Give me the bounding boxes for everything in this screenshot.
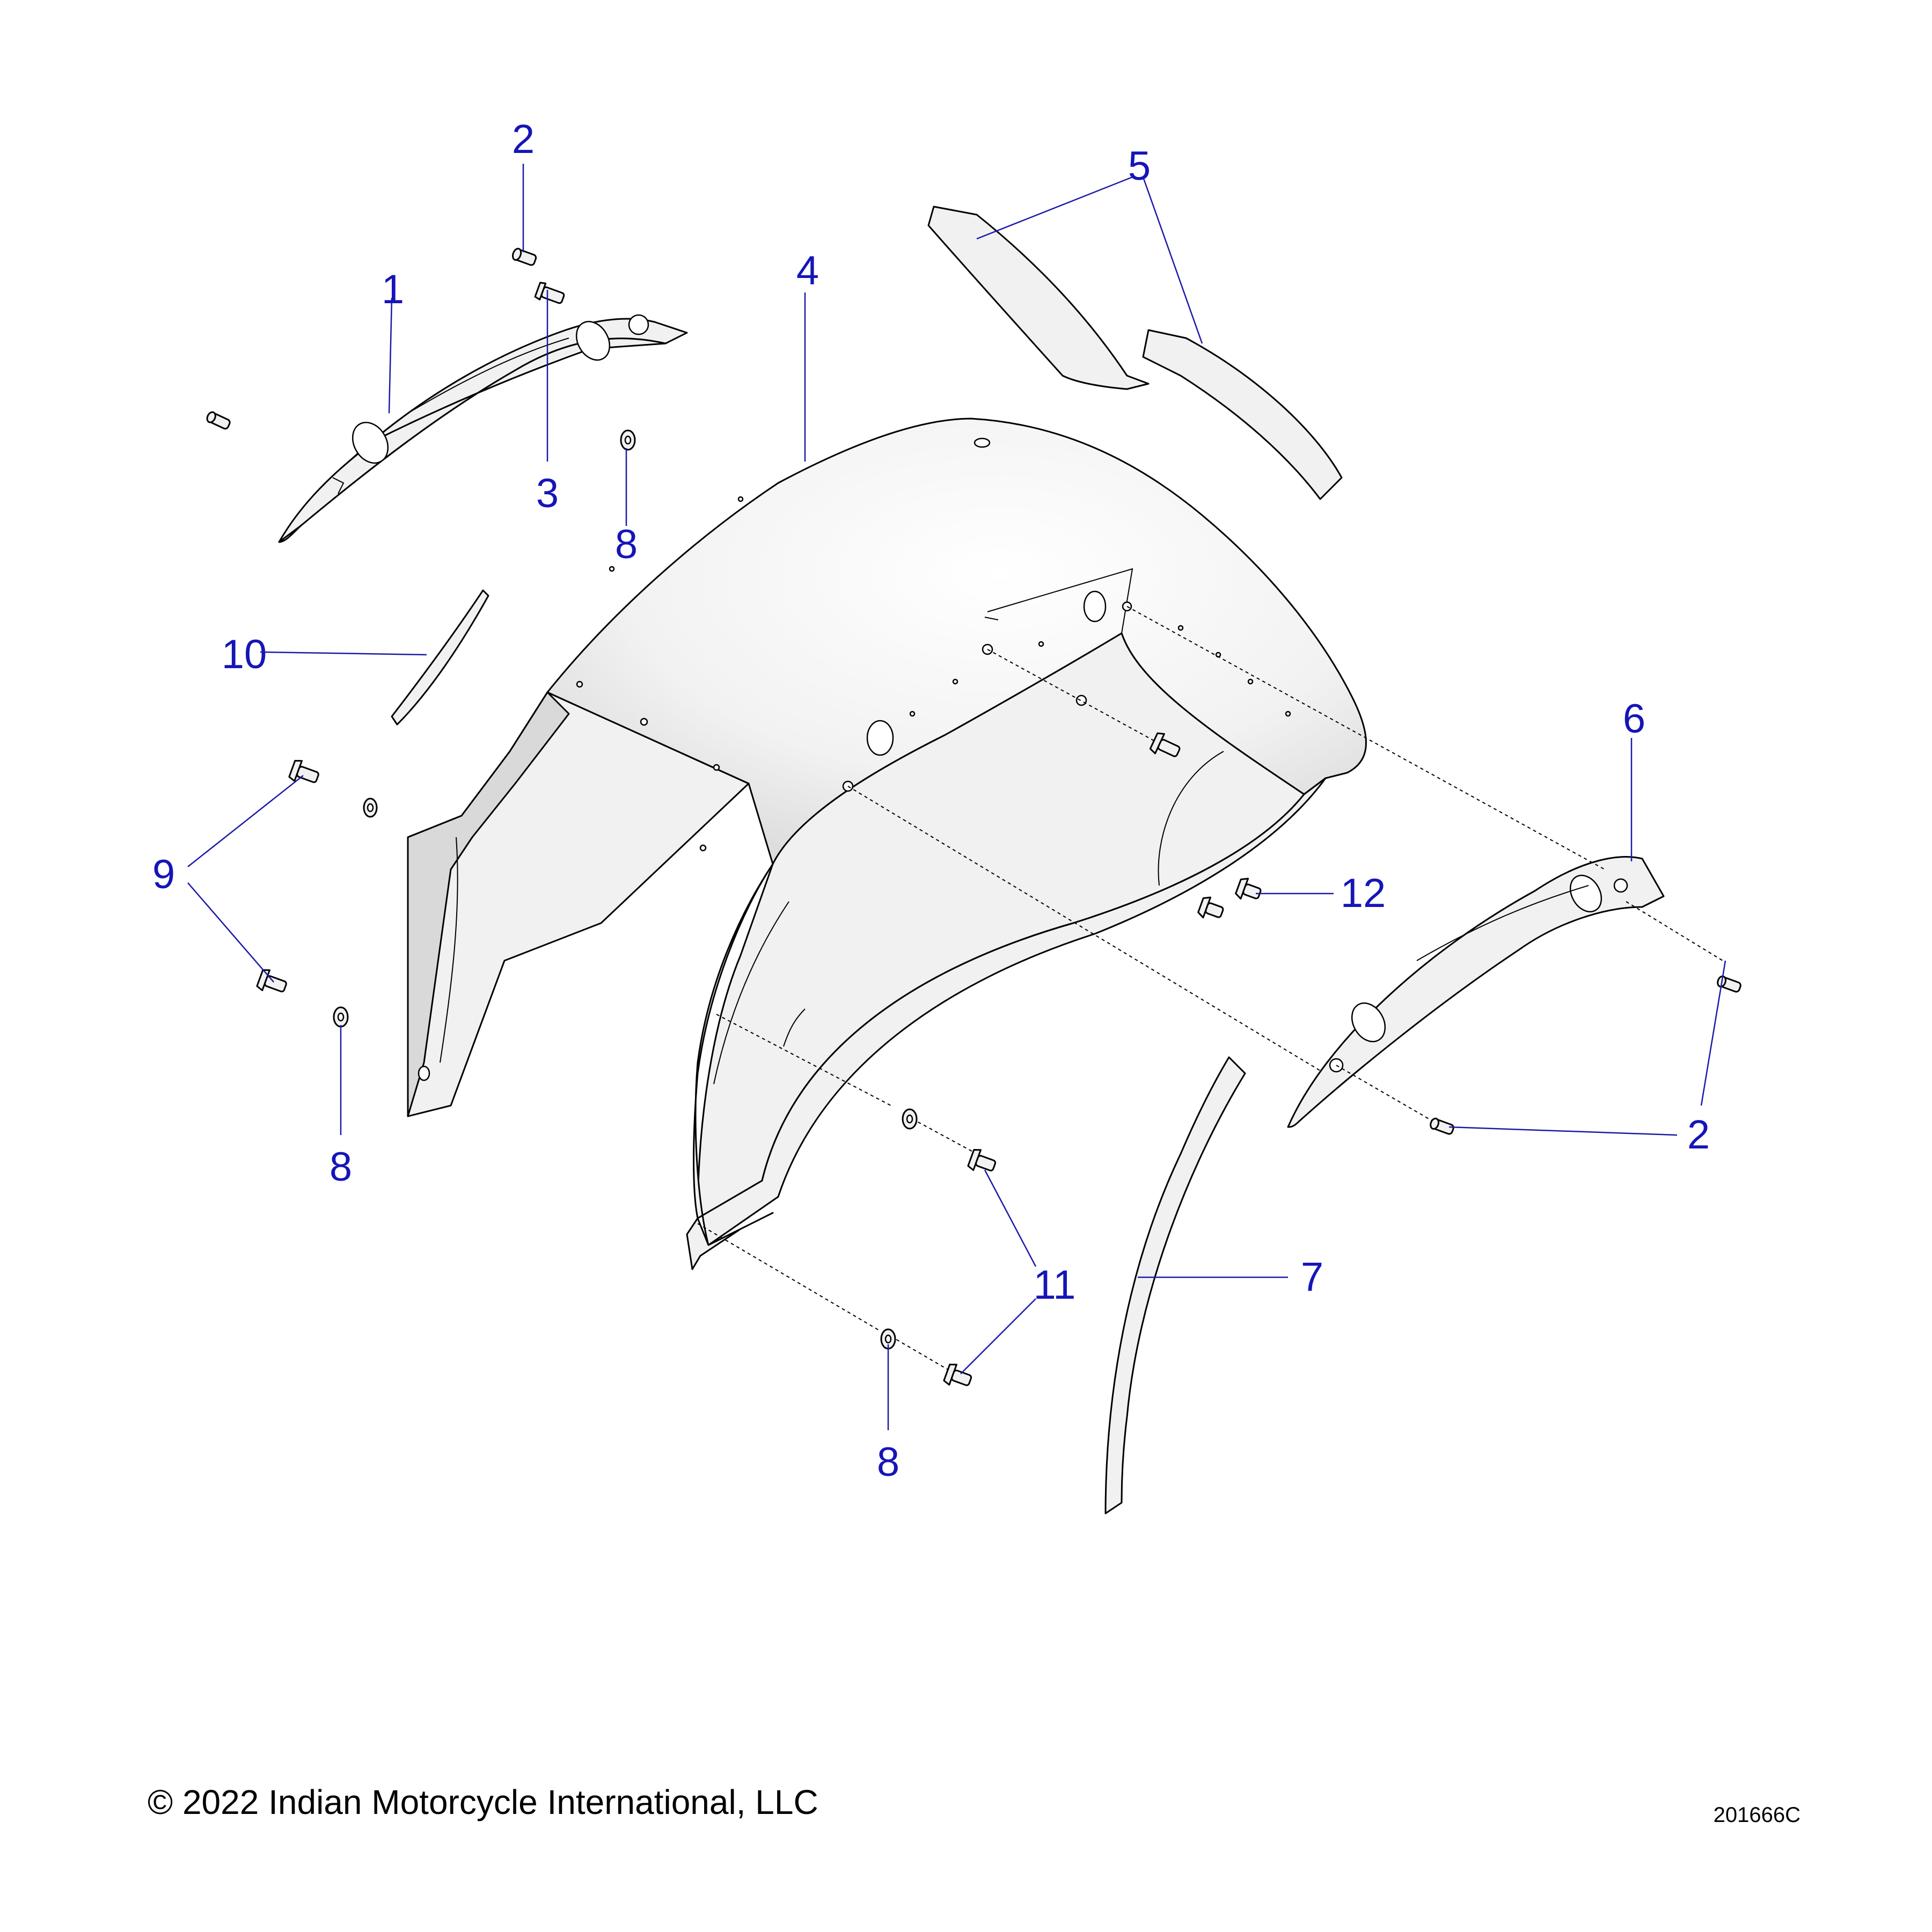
callout-4: 4 [796, 248, 819, 294]
fasteners [206, 247, 1741, 1386]
callout-12: 12 [1341, 870, 1386, 916]
callout-5: 5 [1128, 143, 1151, 189]
callout-8-bottom: 8 [877, 1439, 899, 1485]
drawing-number: 201666C [1714, 1803, 1801, 1827]
callout-10: 10 [222, 632, 267, 677]
callout-1: 1 [382, 267, 404, 312]
callout-8-top: 8 [615, 522, 638, 567]
copyright-notice: © 2022 Indian Motorcycle International, … [148, 1783, 818, 1821]
callout-2-right: 2 [1687, 1112, 1710, 1158]
callout-7: 7 [1301, 1254, 1323, 1300]
right-fender-rail-part [1287, 856, 1665, 1128]
leader-lines [187, 164, 1726, 1430]
small-trim-strip-part [391, 589, 489, 726]
callout-9: 9 [152, 852, 175, 897]
callout-labels: 2 1 3 8 4 5 6 10 9 8 12 2 7 11 8 [152, 116, 1710, 1485]
callout-3: 3 [536, 471, 559, 516]
trim-strips-part [927, 206, 1343, 500]
left-fender-rail-part [278, 314, 688, 543]
callout-8-left: 8 [330, 1144, 352, 1190]
long-trim-strip-part [1104, 1056, 1246, 1514]
callout-2-top: 2 [512, 116, 535, 162]
alignment-lines [697, 606, 1723, 1374]
rear-fender-part [407, 418, 1367, 1270]
callout-6: 6 [1623, 696, 1645, 742]
callout-11: 11 [1034, 1262, 1076, 1308]
